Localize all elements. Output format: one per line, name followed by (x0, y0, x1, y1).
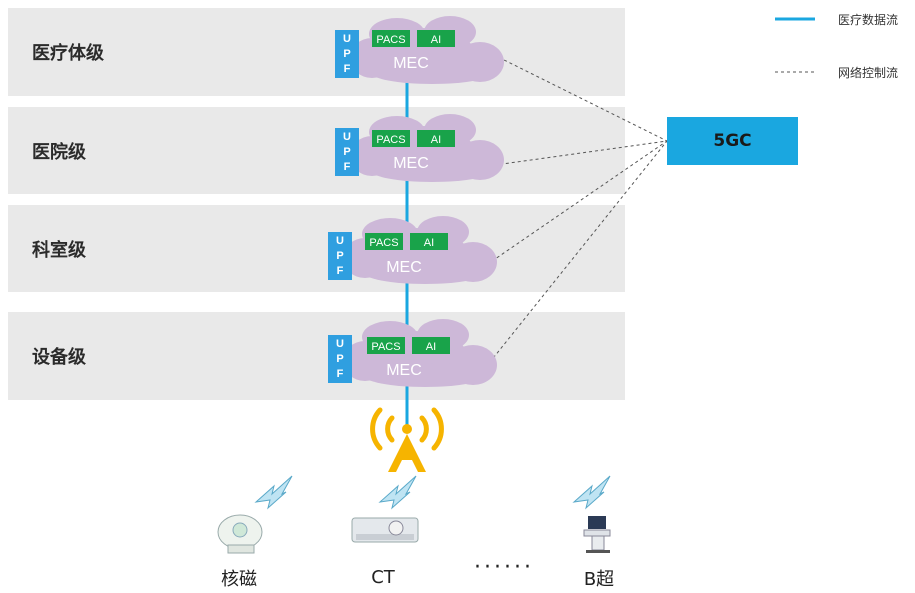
upf-letter: P (336, 353, 343, 365)
ai-box (417, 30, 455, 47)
pacs-label: PACS (376, 134, 405, 146)
ai-box (410, 233, 448, 250)
upf-letter: U (336, 338, 344, 350)
level-department: 科室级 (8, 205, 625, 292)
ai-label: AI (431, 134, 441, 146)
level-label: 设备级 (32, 347, 86, 368)
signal-bolt-icon (254, 475, 611, 510)
upf-letter: P (343, 48, 350, 60)
mec-node-2 (335, 114, 504, 182)
core-label: 5GC (713, 131, 752, 151)
mec-label: MEC (386, 362, 422, 379)
antenna-top (402, 424, 412, 434)
control-flow-lines (481, 51, 668, 373)
device-label-ct: CT (371, 567, 395, 588)
upf-letter: F (344, 63, 351, 75)
upf-letter: F (337, 368, 344, 380)
ct-scanner-icon (351, 517, 419, 543)
upf-box (335, 128, 359, 176)
upf-box (328, 232, 352, 280)
mri-scanner-icon (217, 514, 263, 554)
pacs-label: PACS (376, 34, 405, 46)
mec-label: MEC (393, 55, 429, 72)
cloud-icon (350, 16, 504, 84)
ai-label: AI (426, 341, 436, 353)
upf-letter: P (336, 250, 343, 262)
legend-data-flow: 医疗数据流 (838, 13, 899, 27)
upf-box (335, 30, 359, 78)
upf-letter: P (343, 146, 350, 158)
pacs-box (367, 337, 405, 354)
level-label: 医院级 (32, 141, 86, 163)
mec-node-3 (328, 216, 497, 284)
mec-label: MEC (393, 155, 429, 172)
ai-label: AI (431, 34, 441, 46)
ai-label: AI (424, 237, 434, 249)
antenna-mast (388, 434, 426, 472)
antenna-icon (370, 407, 444, 451)
mec-node-4 (328, 319, 497, 387)
mec-node-1 (335, 16, 504, 84)
legend-control-flow: 网络控制流 (838, 66, 899, 80)
level-label: 科室级 (32, 239, 86, 261)
level-band-group: 医疗体级 (8, 8, 625, 96)
upf-letter: U (343, 33, 351, 45)
ellipsis: ······ (474, 555, 534, 580)
device-label-ultrasound: B超 (583, 569, 615, 590)
device-label-mri: 核磁 (221, 569, 257, 590)
upf-letter: U (336, 235, 344, 247)
core-network-5gc: 5GC (667, 117, 798, 165)
upf-letter: F (344, 161, 351, 173)
pacs-box (372, 130, 410, 147)
level-hospital: 医院级 (8, 107, 625, 194)
ai-box (417, 130, 455, 147)
upf-letter: U (343, 131, 351, 143)
pacs-box (365, 233, 403, 250)
upf-box (328, 335, 352, 383)
upf-letter: F (337, 265, 344, 277)
pacs-label: PACS (371, 341, 400, 353)
pacs-label: PACS (369, 237, 398, 249)
ai-box (412, 337, 450, 354)
level-label: 医疗体级 (32, 43, 104, 64)
mec-label: MEC (386, 259, 422, 276)
pacs-box (372, 30, 410, 47)
ultrasound-machine-icon (583, 516, 611, 553)
level-device: 设备级 (8, 312, 625, 400)
